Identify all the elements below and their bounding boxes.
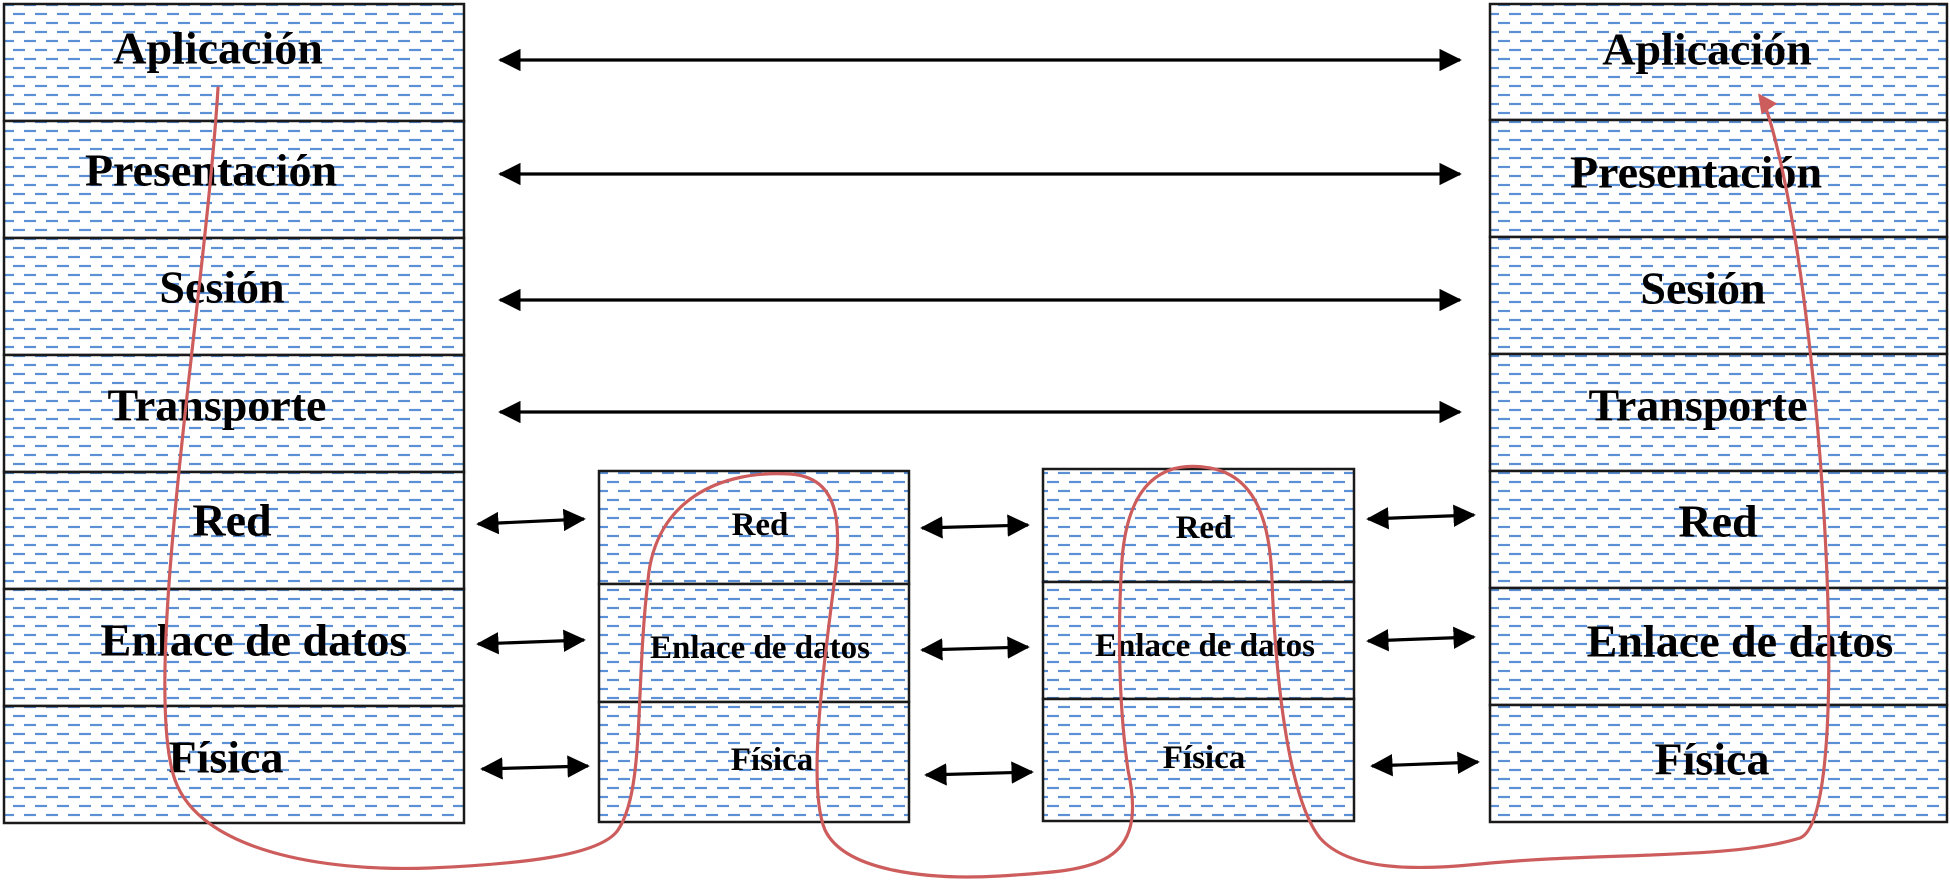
layer-box (1488, 2, 1949, 122)
layer-label-aplicacion: Aplicación (113, 23, 323, 74)
layer-box (2, 353, 466, 474)
layer-label-enlace: Enlace de datos (650, 630, 870, 666)
data-flow-path (163, 86, 1831, 879)
stack-router-2: Red Enlace de datos Física (1041, 467, 1356, 823)
layer-box (1488, 586, 1949, 707)
layer-label-fisica: Física (731, 742, 813, 778)
peer-arrow-fisica-a (480, 755, 590, 780)
layer-label-aplicacion: Aplicación (1602, 24, 1812, 75)
layer-box (597, 700, 911, 824)
layer-box (1488, 703, 1949, 824)
layer-label-enlace: Enlace de datos (1587, 616, 1894, 667)
peer-arrow-red-a (476, 508, 586, 535)
peer-arrow-red-c (1366, 504, 1476, 530)
peer-arrow-enlace-b (920, 636, 1030, 661)
layer-label-red: Red (1678, 496, 1758, 547)
layer-box (1488, 352, 1949, 473)
layer-box (2, 470, 466, 591)
layer-label-fisica: Física (1655, 734, 1770, 785)
layer-box (1488, 235, 1949, 356)
layer-label-red: Red (192, 495, 272, 546)
layer-label-enlace: Enlace de datos (1095, 628, 1315, 664)
layer-box (597, 582, 911, 704)
layer-label-sesion: Sesión (159, 262, 284, 313)
stack-host-right: Aplicación Presentación Sesión Transport… (1488, 2, 1949, 824)
layer-box (597, 469, 911, 586)
peer-arrow-fisica-b (924, 761, 1034, 786)
stack-router-1: Red Enlace de datos Física (597, 469, 911, 824)
peer-arrow-enlace-a (476, 629, 586, 655)
layer-box (2, 587, 466, 708)
layer-box (2, 704, 466, 825)
layer-box (1041, 580, 1356, 701)
layer-box (2, 236, 466, 357)
layer-label-sesion: Sesión (1640, 263, 1765, 314)
layer-label-fisica: Física (1163, 740, 1245, 776)
stack-host-left: Aplicación Presentación Sesión Transport… (2, 2, 466, 825)
layer-box (1488, 118, 1949, 239)
layer-label-transporte: Transporte (108, 380, 327, 431)
layer-label-transporte: Transporte (1589, 380, 1808, 431)
layer-label-red: Red (1176, 510, 1233, 546)
layer-box (1488, 469, 1949, 590)
peer-arrow-red-b (920, 514, 1030, 539)
peer-arrow-fisica-c (1370, 751, 1480, 777)
layer-label-fisica: Física (169, 732, 284, 783)
layer-label-enlace: Enlace de datos (101, 615, 408, 666)
peer-arrows (476, 48, 1480, 786)
layer-box (2, 2, 466, 123)
layer-label-red: Red (732, 507, 789, 543)
layer-box (2, 119, 466, 240)
peer-arrow-enlace-c (1366, 626, 1476, 652)
